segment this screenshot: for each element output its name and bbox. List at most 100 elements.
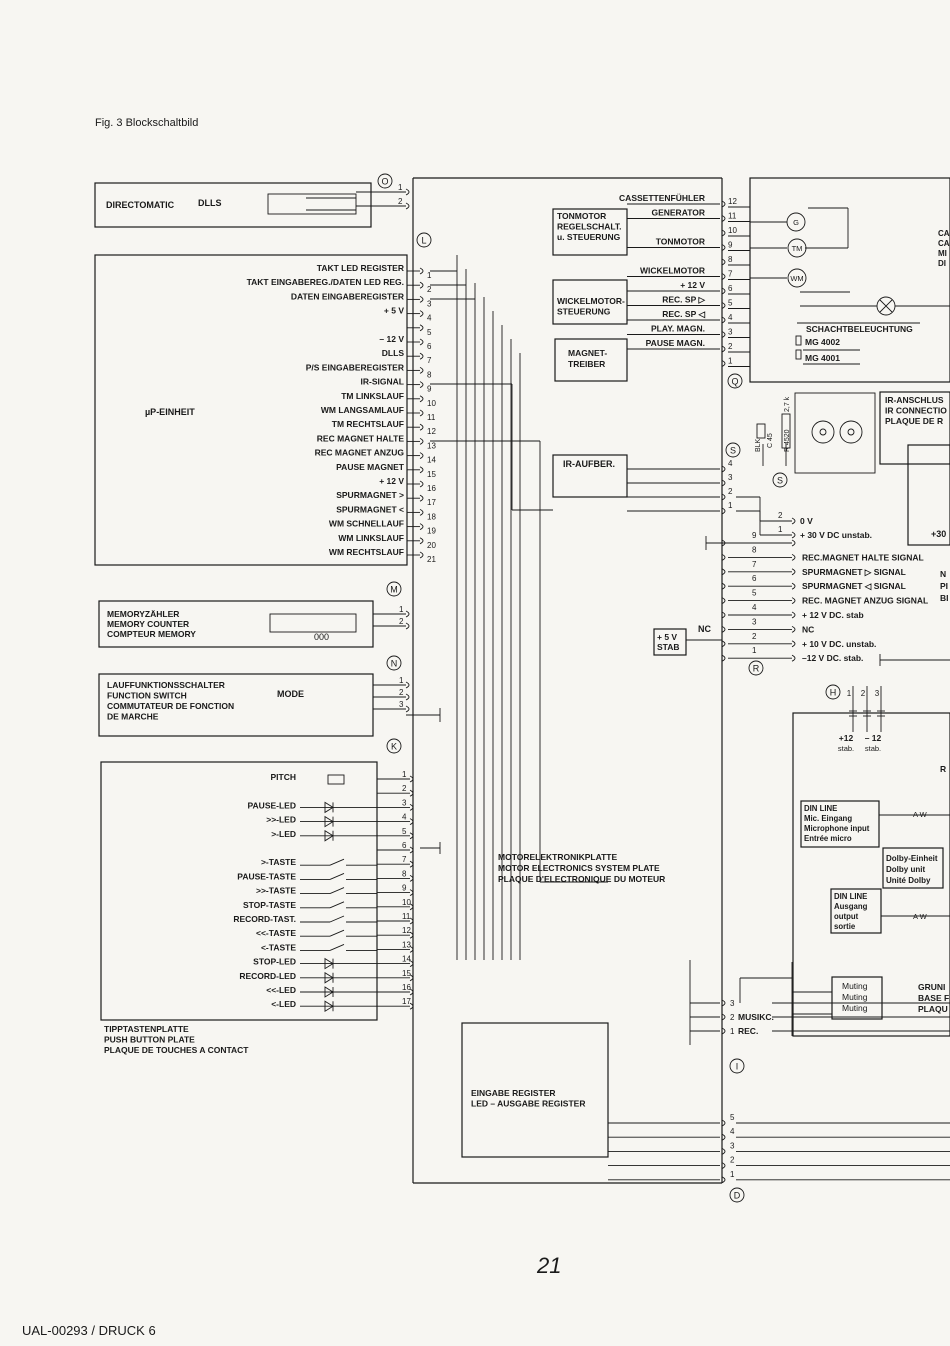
plug-contact	[721, 625, 726, 633]
function-switch-line-1: FUNCTION SWITCH	[107, 691, 187, 701]
q-pin-label-9: TONMOTOR	[656, 237, 705, 247]
h-pin-2: 2	[861, 689, 866, 698]
q-pin-label-3: PLAY. MAGN.	[651, 324, 705, 334]
directomatic-pin-2: 2	[398, 197, 403, 206]
up-pin-number-16: 16	[427, 484, 436, 493]
deck-motor-symbol-label-0: G	[793, 218, 799, 227]
s-pin-right-1: 1	[778, 525, 783, 534]
push-button-label-13: <-TASTE	[261, 942, 296, 952]
deck-cut-text-2: MI	[938, 249, 947, 258]
plug-contact	[721, 1013, 726, 1021]
din-input-signal: A W	[913, 810, 928, 819]
r-pin-label-3: NC	[802, 624, 814, 634]
plug-contact	[419, 324, 424, 332]
memory-counter-box	[98, 600, 374, 648]
input-register-line-1: LED – AUSGABE REGISTER	[471, 1099, 585, 1109]
plug-contact	[419, 480, 424, 488]
memory-counter-frame	[269, 613, 357, 633]
plug-contact	[721, 215, 726, 222]
muting-line-2: Muting	[842, 1003, 868, 1013]
push-button-pin-15: 15	[402, 969, 411, 978]
plug-contact	[419, 352, 424, 360]
push-button-pin-7: 7	[402, 855, 407, 864]
r-pin-label-7: SPURMAGNET ▷ SIGNAL	[802, 567, 906, 577]
din-input-box	[800, 800, 880, 848]
r-pin-number-4: 4	[752, 603, 757, 612]
push-button-plate-line-1: PUSH BUTTON PLATE	[104, 1035, 195, 1045]
deck-motor-symbol-2	[787, 268, 807, 288]
dolby-line-2: Unité Dolby	[886, 876, 931, 885]
plug-contact	[791, 654, 796, 662]
ir-resistor-value: 2,7 k	[784, 396, 791, 412]
shaft-lamp-label: SCHACHTBELEUCHTUNG	[806, 324, 913, 334]
right-cut-grund-0: GRUNI	[918, 982, 945, 992]
connector-letter-Q: Q	[731, 377, 738, 387]
r-pin-label-2: + 10 V DC. unstab.	[802, 639, 876, 649]
wickelmotor-control-line-0: WICKELMOTOR-	[557, 296, 625, 306]
up-pin-label-18: SPURMAGNET <	[336, 504, 404, 514]
push-button-pin-9: 9	[402, 884, 407, 893]
deck-cut-text-0: CA	[938, 229, 950, 238]
plug-contact	[419, 452, 424, 460]
directomatic-switch-frame	[267, 193, 357, 215]
plug-contact	[721, 258, 726, 266]
h-pin-3: 3	[875, 689, 880, 698]
up-pin-label-2: TAKT EINGABEREG./DATEN LED REG.	[247, 277, 404, 287]
plug-contact	[721, 999, 726, 1007]
connector-marker-S1	[725, 442, 741, 458]
plug-contact	[419, 409, 424, 417]
plug-contact	[721, 1147, 726, 1155]
up-pin-label-14: REC MAGNET ANZUG	[315, 448, 405, 458]
plug-contact	[791, 568, 796, 576]
q-pin-number-2: 2	[728, 342, 733, 351]
push-button-label-12: <<-TASTE	[256, 928, 296, 938]
r-pin-label-1: –12 V DC. stab.	[802, 653, 863, 663]
r-pin-label-6: SPURMAGNET ◁ SIGNAL	[802, 581, 906, 591]
din-output-line-1: Ausgang	[834, 902, 868, 911]
i-pin-number-1: 1	[730, 1027, 735, 1036]
muting-line-0: Muting	[842, 981, 868, 991]
push-button-pin-4: 4	[402, 813, 407, 822]
ir-blk-label: BLK	[755, 438, 762, 452]
push-button-label-3: PAUSE-LED	[248, 800, 297, 810]
up-pin-number-8: 8	[427, 370, 432, 379]
connector-letter-K: K	[391, 742, 397, 752]
d-pin-2: 2	[730, 1156, 735, 1165]
push-switch-symbol	[329, 887, 377, 895]
push-button-plate-line-2: PLAQUE DE TOUCHES A CONTACT	[104, 1045, 249, 1055]
ir-amplifier-box	[552, 454, 628, 498]
q-pin-label-6: + 12 V	[680, 280, 705, 290]
magnet-mg4001-label: MG 4001	[805, 353, 840, 363]
r-pin-label-8: REC.MAGNET HALTE SIGNAL	[802, 552, 924, 562]
plug-contact	[721, 1162, 726, 1170]
push-button-pin-11: 11	[402, 912, 411, 921]
i-pin-label-1: REC.	[738, 1026, 758, 1036]
memory-line-0: MEMORYZÄHLER	[107, 609, 179, 619]
connector-letter-S2: S	[777, 476, 783, 486]
q-pin-label-11: GENERATOR	[651, 208, 705, 218]
tonmotor-control-box	[552, 208, 628, 256]
function-switch-pin-3: 3	[399, 700, 404, 709]
plug-contact	[419, 338, 424, 346]
up-pin-label-12: TM RECHTSLAUF	[332, 419, 404, 429]
magnet-driver-box	[554, 338, 628, 382]
up-pin-label-19: WM SCHNELLAUF	[329, 519, 404, 529]
i-pin-number-2: 2	[730, 1013, 735, 1022]
up-pin-number-10: 10	[427, 399, 436, 408]
function-switch-line-3: DE MARCHE	[107, 712, 159, 722]
r-pin-number-8: 8	[752, 545, 757, 554]
s-pin-label-2: 0 V	[800, 516, 813, 526]
up-pin-label-6: – 12 V	[379, 334, 404, 344]
plug-contact	[419, 381, 424, 389]
ir-resistor-label: R 4520	[784, 429, 791, 452]
plug-contact	[721, 229, 726, 237]
up-pin-number-14: 14	[427, 456, 436, 465]
plug-contact	[791, 611, 796, 619]
plug-contact	[419, 295, 424, 303]
plug-contact	[405, 188, 410, 196]
function-switch-mode-label: MODE	[277, 689, 304, 699]
directomatic-dlls-label: DLLS	[198, 198, 222, 208]
